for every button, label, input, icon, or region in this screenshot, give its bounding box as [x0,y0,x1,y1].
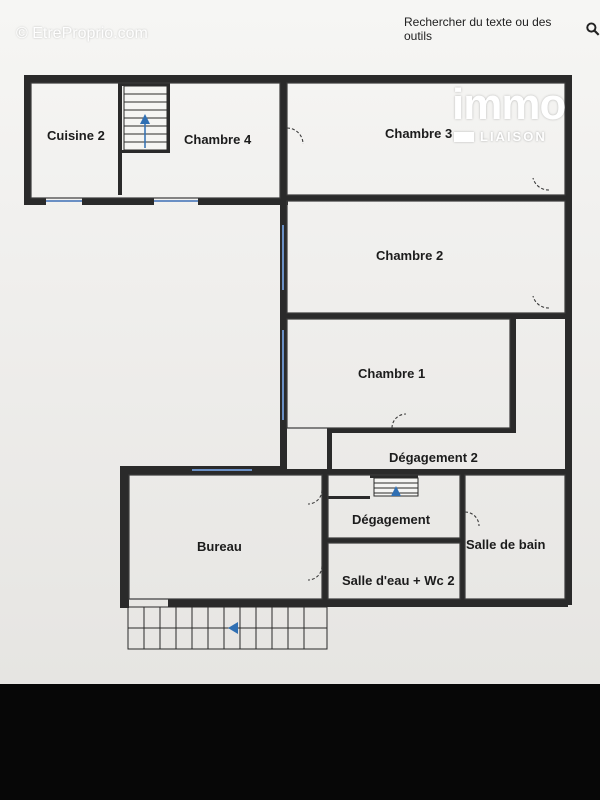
door-swings [286,127,550,581]
room-label-degagement: Dégagement [352,512,431,527]
room-label-chambre4: Chambre 4 [184,132,252,147]
logo-main-text: immo [452,80,566,129]
room-label-salle-de-bain: Salle de bain [466,537,546,552]
room-label-bureau: Bureau [197,539,242,554]
search-bar[interactable]: Rechercher du texte ou des outils [404,15,600,43]
floor-plan: Cuisine 2 Chambre 4 Chambre 3 Chambre 2 … [24,75,572,650]
room-outlines [30,82,566,600]
room-label-chambre3: Chambre 3 [385,126,452,141]
windows [46,200,284,471]
immo-liaison-logo: immo LIAISON [452,80,578,146]
stairs-inner [373,477,419,497]
room-label-chambre2: Chambre 2 [376,248,443,263]
logo-sub-text: LIAISON [480,129,547,144]
room-label-degagement2: Dégagement 2 [389,450,478,465]
bottom-black-band [0,684,600,800]
photo-background [0,0,600,684]
walls [24,75,572,608]
room-label-salle-eau-wc2: Salle d'eau + Wc 2 [342,573,455,588]
room-labels: Cuisine 2 Chambre 4 Chambre 3 Chambre 2 … [47,126,546,588]
watermark: © EtreProprio.com [16,25,148,42]
stairs-top [123,85,168,151]
stairs-bottom [127,606,328,650]
logo-bar [454,132,474,142]
room-label-chambre1: Chambre 1 [358,366,425,381]
search-bar-text: Rechercher du texte ou des outils [404,15,552,43]
room-label-cuisine2: Cuisine 2 [47,128,105,143]
search-icon[interactable] [586,22,600,36]
